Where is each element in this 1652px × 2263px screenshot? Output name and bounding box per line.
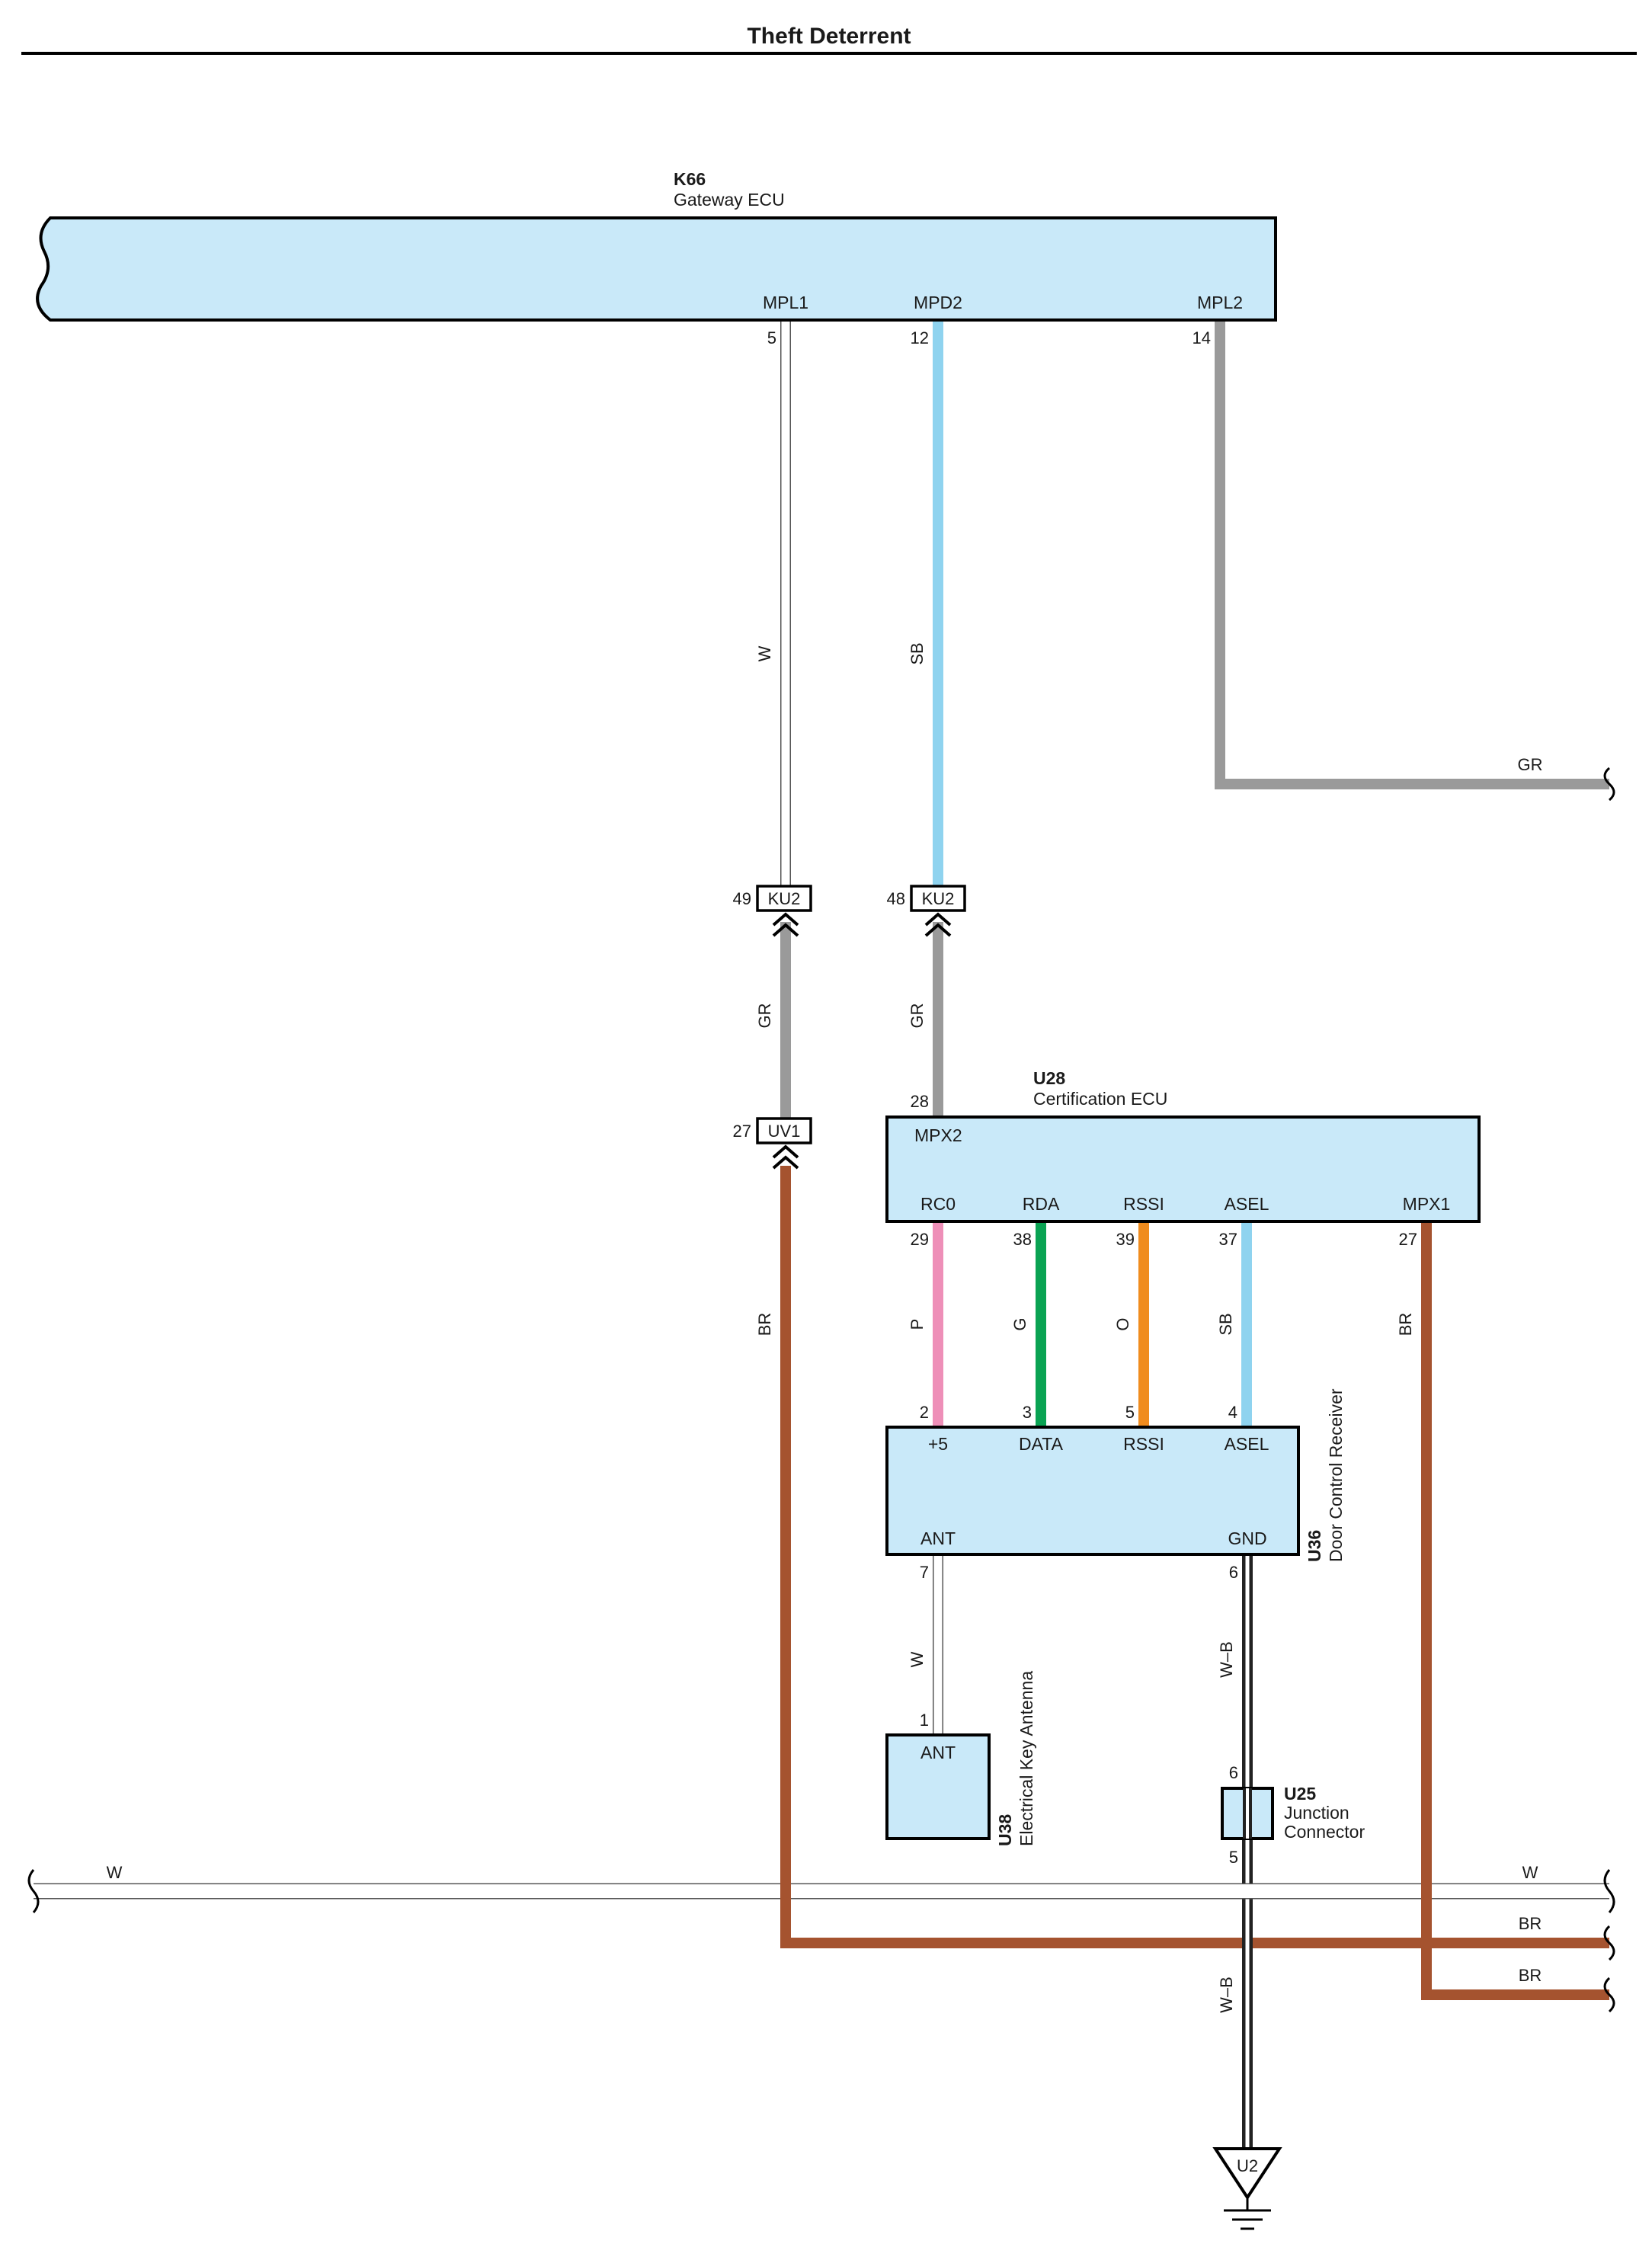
u36-pin-rssi-num: 5 xyxy=(1125,1403,1135,1422)
k66-pin-mpl1-name: MPL1 xyxy=(763,293,808,312)
connector-ku2-48: KU2 48 xyxy=(887,885,966,937)
break-mark-br-1 xyxy=(1603,1925,1615,1961)
u28-name: Certification ECU xyxy=(1033,1089,1167,1109)
k66-name: Gateway ECU xyxy=(674,190,785,210)
u25-name-line2: Connector xyxy=(1284,1822,1365,1842)
k66-pin-mpl2-name: MPL2 xyxy=(1197,293,1243,312)
u38-name: Electrical Key Antenna xyxy=(1016,1671,1036,1846)
u36-pin-data-name: DATA xyxy=(1019,1434,1064,1454)
u28-pin-rc0-name: RC0 xyxy=(920,1194,956,1214)
wire-mpl2-gr xyxy=(1215,320,1609,789)
wire-label-bus-w-left: W xyxy=(107,1863,123,1882)
wire-label-ku2a-gr: GR xyxy=(755,1003,774,1029)
u28-pin-mpx1-name: MPX1 xyxy=(1403,1194,1451,1214)
u36-box xyxy=(885,1426,1300,1556)
ground-triangle xyxy=(1212,2147,1282,2201)
wire-label-mpx1-br: BR xyxy=(1396,1313,1415,1336)
connector-uv1-27-chevron xyxy=(772,1144,799,1170)
connector-ku2-49-label: KU2 xyxy=(768,889,801,908)
break-mark-gr xyxy=(1603,767,1615,802)
u36-pin-rssi-name: RSSI xyxy=(1123,1434,1164,1454)
u38-pin-ant-name: ANT xyxy=(920,1743,956,1762)
connector-uv1-27-label: UV1 xyxy=(768,1122,801,1141)
u36-pin-data-num: 3 xyxy=(1023,1403,1032,1422)
break-mark-br-2 xyxy=(1603,1977,1615,2013)
wire-label-rc0-p: P xyxy=(908,1319,927,1330)
u36-pin-gnd-num: 6 xyxy=(1229,1563,1238,1582)
connector-uv1-27: UV1 27 xyxy=(733,1117,812,1170)
u28-pin-mpx2-num: 28 xyxy=(911,1092,929,1111)
wire-label-mpl1-w: W xyxy=(755,645,774,661)
u25-id: U25 xyxy=(1284,1784,1316,1804)
wire-label-gnd-wb: W–B xyxy=(1217,1641,1236,1678)
k66-pin-mpl1-num: 5 xyxy=(767,328,776,347)
wire-label-ant-w: W xyxy=(908,1651,927,1667)
u36-pin-ant-num: 7 xyxy=(920,1563,929,1582)
ground-label: U2 xyxy=(1237,2156,1258,2175)
u36-pin-gnd-name: GND xyxy=(1228,1528,1266,1548)
u38-pin-ant-num: 1 xyxy=(920,1711,929,1730)
k66-pin-mpl2-num: 14 xyxy=(1193,328,1211,347)
u36-pin-ant-name: ANT xyxy=(920,1528,956,1548)
wire-label-bus-br-1: BR xyxy=(1519,1914,1542,1933)
u38-id: U38 xyxy=(995,1814,1015,1846)
u28-pin-rssi-num: 39 xyxy=(1116,1230,1135,1249)
u28-pin-asel-name: ASEL xyxy=(1225,1194,1269,1214)
wire-mpx1-br xyxy=(1421,1221,1609,2000)
page-title: Theft Deterrent xyxy=(747,24,911,49)
wire-label-asel-sb: SB xyxy=(1216,1313,1235,1335)
connector-ku2-49-num: 49 xyxy=(733,889,751,908)
k66-pin-mpd2-num: 12 xyxy=(911,328,929,347)
k66-pin-mpd2-name: MPD2 xyxy=(914,293,962,312)
u28-box xyxy=(885,1115,1481,1223)
k66-id: K66 xyxy=(674,169,706,189)
wire-label-bus-w-right: W xyxy=(1522,1863,1538,1882)
wire-label-u25-wb: W–B xyxy=(1217,1977,1236,2013)
wire-label-mpd2-sb: SB xyxy=(908,642,927,664)
u28-pin-mpx1-num: 27 xyxy=(1399,1230,1417,1249)
u28-certification-ecu: U28 Certification ECU 28 MPX2 RC0 RDA RS… xyxy=(885,1068,1481,1223)
wire-label-mpl2-gr: GR xyxy=(1518,755,1543,774)
u36-door-control-receiver: +5 DATA RSSI ASEL ANT GND U36 Door Contr… xyxy=(885,1388,1346,1562)
wire-label-uv1-br: BR xyxy=(755,1313,774,1336)
break-mark-w-left xyxy=(27,1869,40,1913)
connector-ku2-48-chevron xyxy=(924,912,952,937)
u36-id: U36 xyxy=(1305,1530,1324,1562)
u38-box xyxy=(885,1733,991,1840)
u25-name-line1: Junction xyxy=(1284,1803,1349,1823)
u28-pin-rc0-num: 29 xyxy=(911,1230,929,1249)
connector-ku2-48-label: KU2 xyxy=(922,889,955,908)
u36-pin-asel-name: ASEL xyxy=(1225,1434,1269,1454)
u38-electrical-key-antenna: ANT U38 Electrical Key Antenna xyxy=(885,1671,1036,1846)
connector-ku2-49: KU2 49 xyxy=(733,885,812,937)
u28-pin-mpx2-name: MPX2 xyxy=(914,1125,962,1145)
u36-pin-p5-name: +5 xyxy=(928,1434,948,1454)
wire-label-ku2b-gr: GR xyxy=(908,1003,927,1029)
u25-pin-out-num: 5 xyxy=(1229,1848,1238,1867)
connector-ku2-49-chevron xyxy=(772,912,799,937)
u28-pin-rda-num: 38 xyxy=(1013,1230,1032,1249)
connector-ku2-48-num: 48 xyxy=(887,889,905,908)
wire-label-rssi-o: O xyxy=(1113,1317,1132,1330)
u36-pin-p5-num: 2 xyxy=(920,1403,929,1422)
wire-label-rda-g: G xyxy=(1010,1317,1029,1330)
wire-label-bus-br-2: BR xyxy=(1519,1966,1542,1985)
u28-pin-rssi-name: RSSI xyxy=(1123,1194,1164,1214)
wire-uv1-br xyxy=(780,1166,1609,1948)
connector-uv1-27-num: 27 xyxy=(733,1122,751,1141)
break-mark-w-right xyxy=(1603,1869,1615,1913)
u25-junction-connector: U25 Junction Connector xyxy=(1221,1784,1365,1842)
k66-gateway-ecu: K66 Gateway ECU MPL1 MPD2 MPL2 xyxy=(36,169,1277,322)
u28-id: U28 xyxy=(1033,1068,1065,1088)
k66-box xyxy=(36,216,1277,322)
u25-pin-in-num: 6 xyxy=(1229,1763,1238,1782)
u28-pin-rda-name: RDA xyxy=(1023,1194,1060,1214)
u36-pin-asel-num: 4 xyxy=(1228,1403,1237,1422)
u36-name: Door Control Receiver xyxy=(1326,1388,1346,1562)
ground-u2: U2 xyxy=(1212,2147,1282,2230)
u28-pin-asel-num: 37 xyxy=(1219,1230,1237,1249)
